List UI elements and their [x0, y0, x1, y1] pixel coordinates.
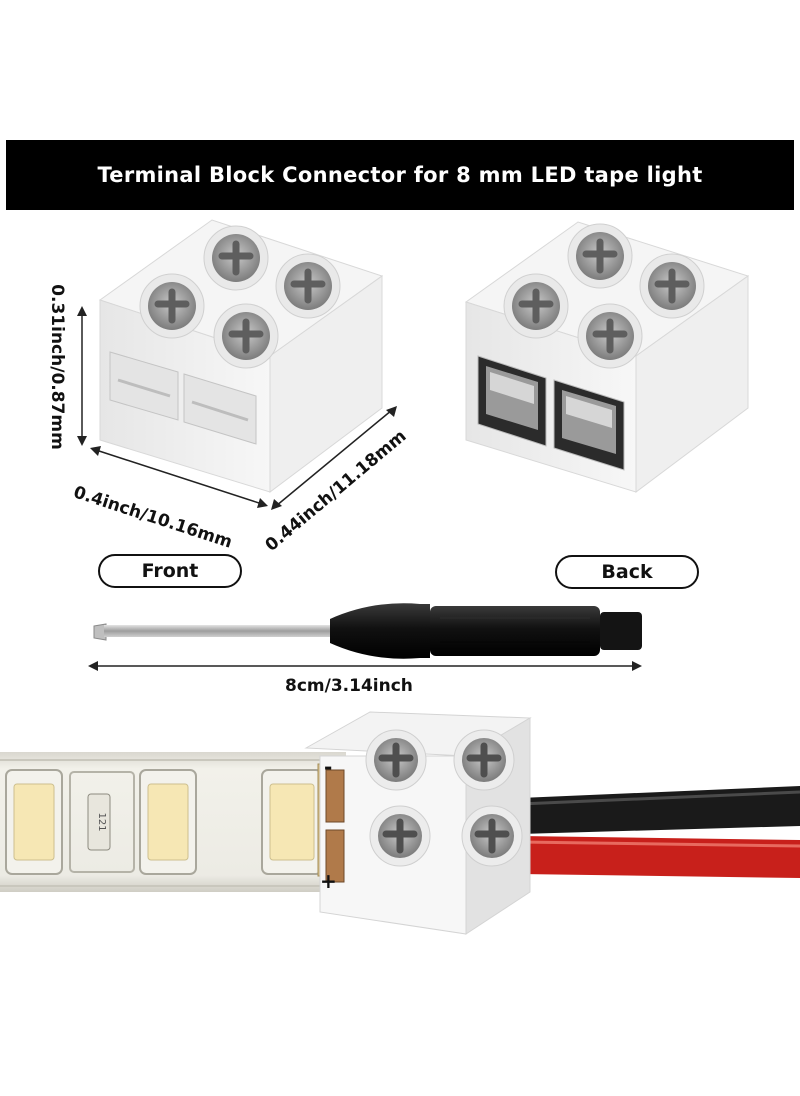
- front-view-label: Front: [98, 554, 242, 588]
- resistor: [69, 771, 135, 873]
- title-banner: Terminal Block Connector for 8 mm LED ta…: [6, 140, 794, 210]
- screw-icon: [503, 273, 569, 339]
- led-chip: [261, 769, 323, 875]
- screw-icon: [275, 253, 341, 319]
- screw-icon: [139, 273, 205, 339]
- back-view-label: Back: [555, 555, 699, 589]
- polarity-minus: -: [324, 755, 332, 779]
- screw-icon: [369, 805, 431, 867]
- front-connector-block: [98, 219, 384, 493]
- screwdriver-length-arrow: [88, 661, 642, 671]
- led-chip: [139, 769, 197, 875]
- width-dimension-arrow: [90, 446, 268, 508]
- screw-icon: [567, 223, 633, 289]
- red-wire: [519, 836, 800, 878]
- screw-icon: [365, 729, 427, 791]
- height-dimension-label: 0.31inch/0.87mm: [46, 284, 67, 450]
- depth-dimension-arrow: [271, 406, 397, 510]
- back-label-text: Back: [601, 561, 653, 583]
- back-slot: [477, 355, 625, 471]
- screw-icon: [203, 225, 269, 291]
- screwdriver: [93, 603, 642, 659]
- screwdriver-length-label: 8cm/3.14inch: [285, 676, 413, 696]
- height-dimension-arrow: [77, 306, 87, 446]
- banner-title: Terminal Block Connector for 8 mm LED ta…: [97, 163, 703, 187]
- screw-icon: [461, 805, 523, 867]
- resistor-code: 121: [96, 812, 107, 831]
- installed-connector-block: [304, 711, 532, 935]
- screw-icon: [213, 303, 279, 369]
- screw-icon: [577, 303, 643, 369]
- black-wire: [519, 786, 800, 834]
- led-tape-strip: [0, 752, 346, 892]
- polarity-plus: +: [320, 869, 337, 893]
- back-connector-block: [464, 221, 750, 493]
- screw-icon: [453, 729, 515, 791]
- front-slot: [109, 351, 257, 445]
- screw-icon: [639, 253, 705, 319]
- led-chip: [5, 769, 63, 875]
- front-label-text: Front: [141, 560, 199, 582]
